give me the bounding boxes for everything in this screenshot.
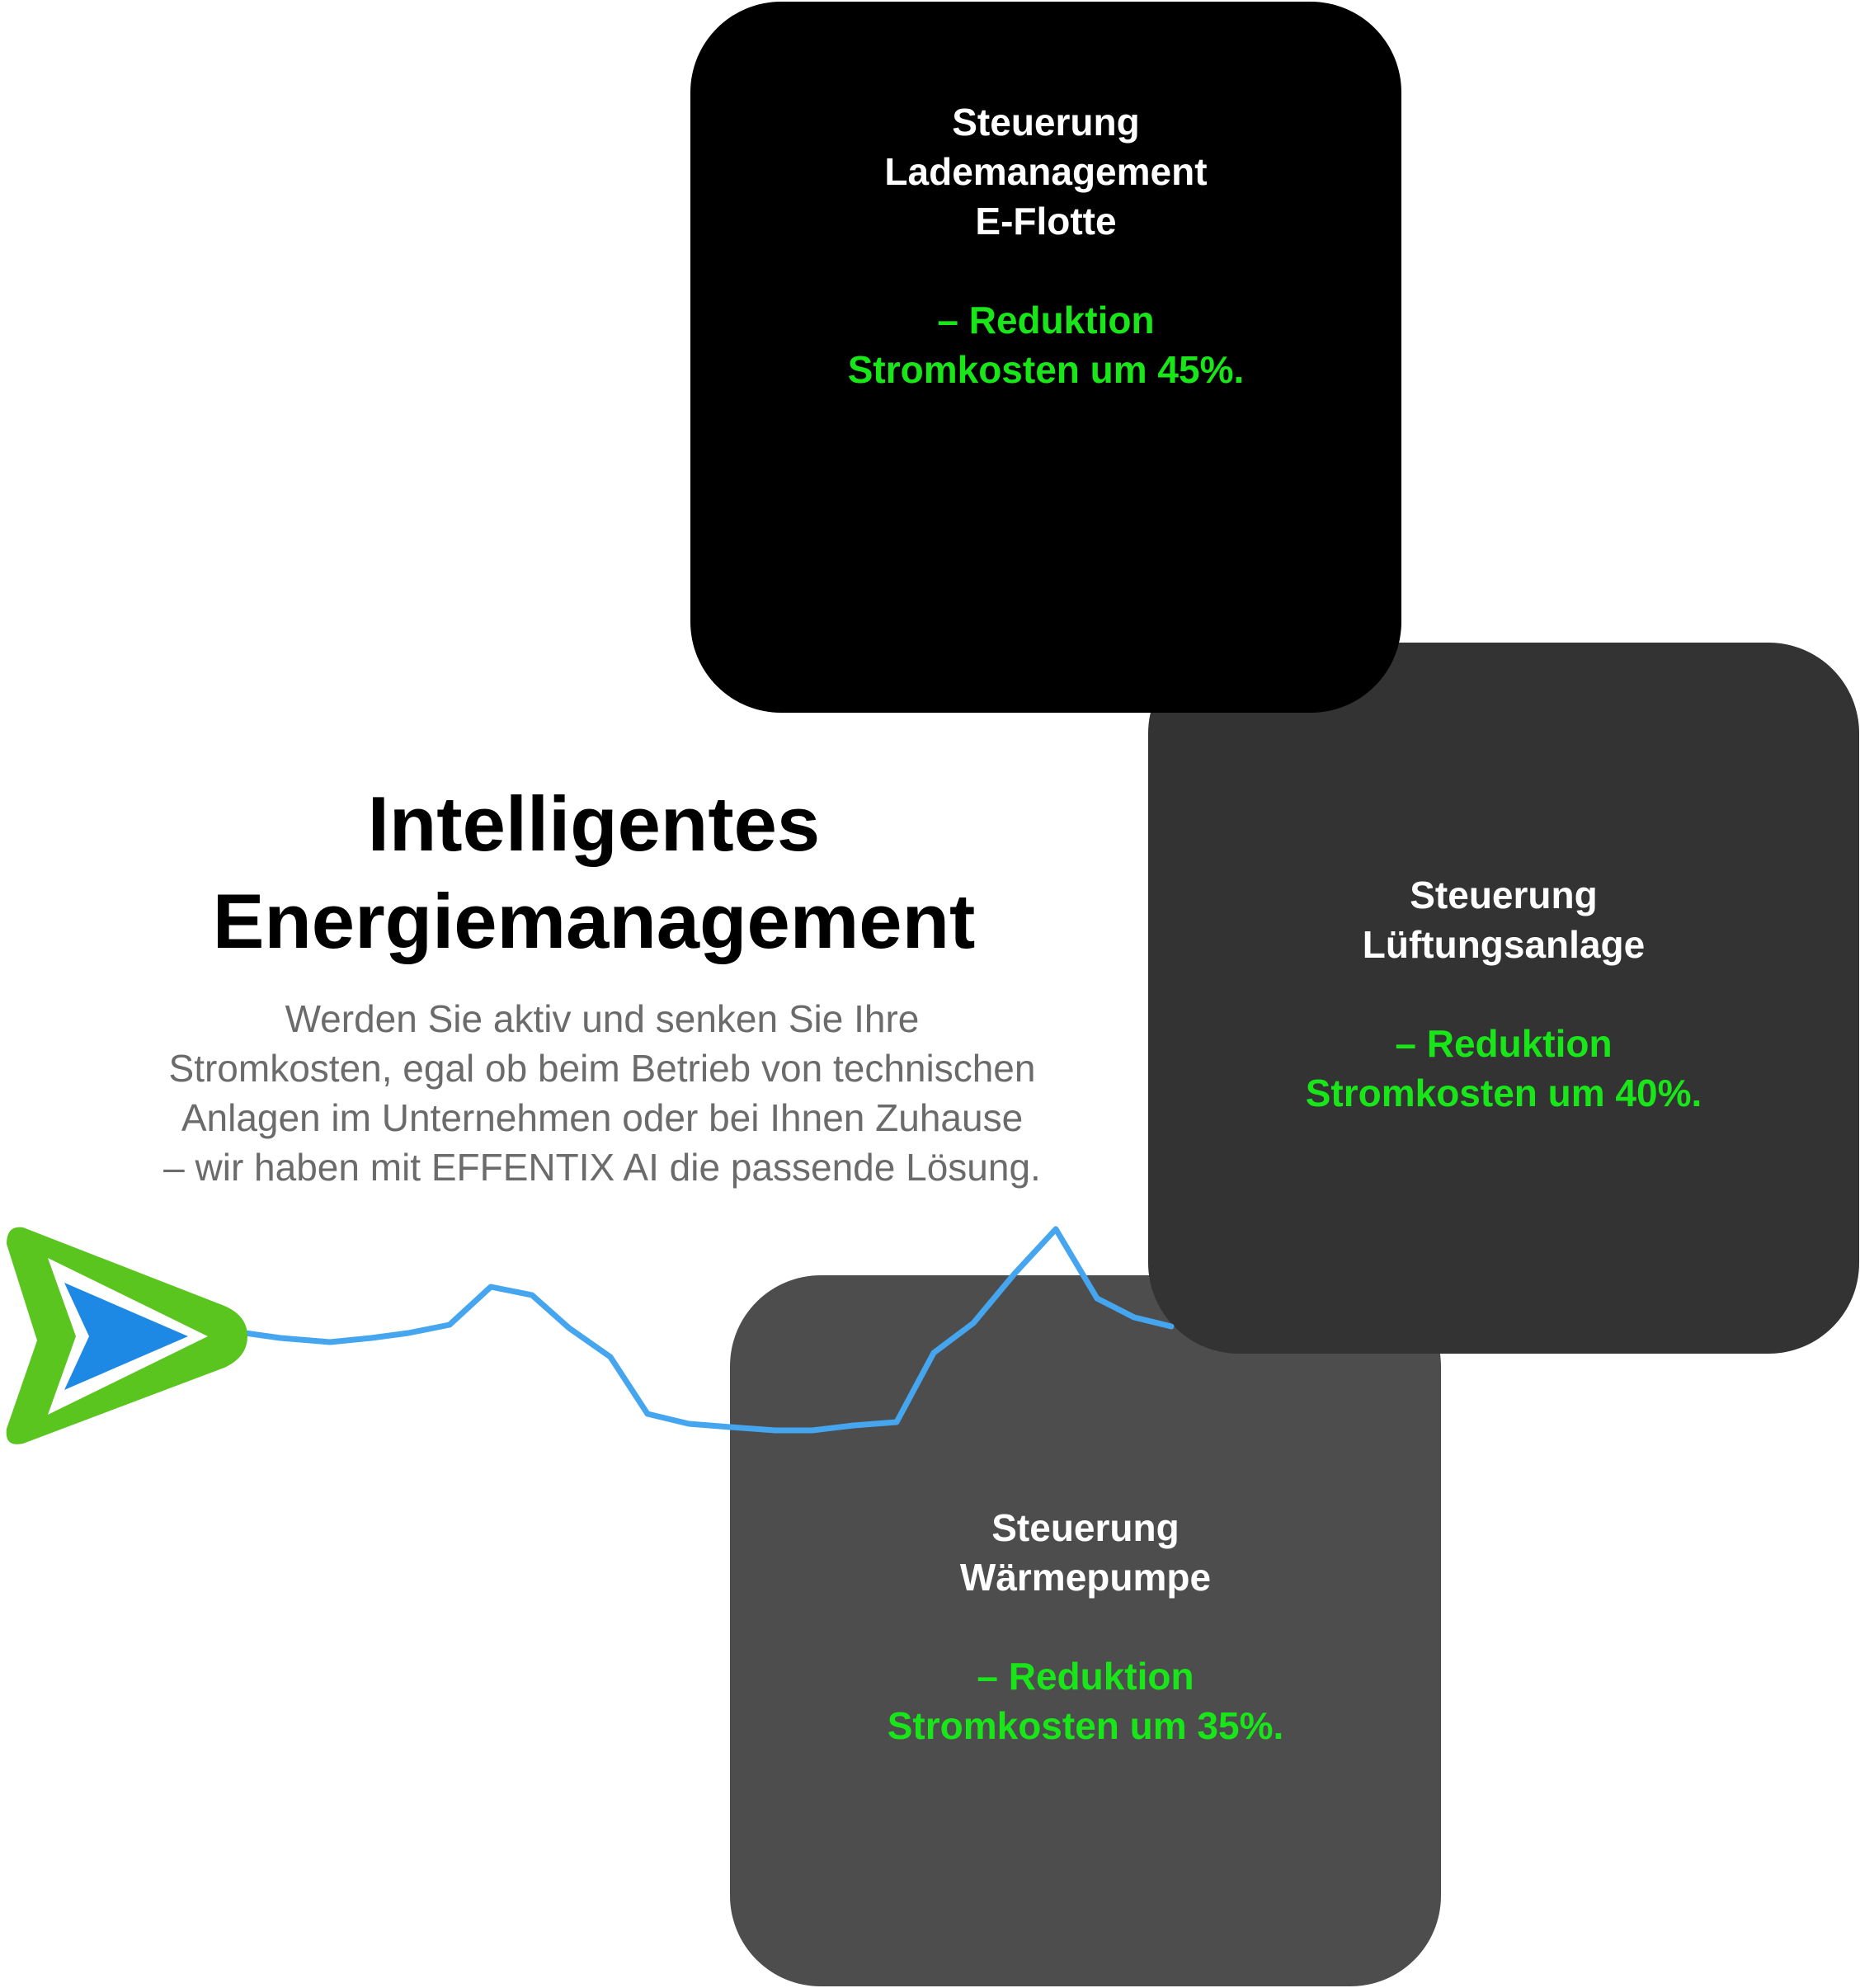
card-result-line: Stromkosten um 35%.	[887, 1704, 1284, 1747]
card-content: Steuerung Wärmepumpe – Reduktion Stromko…	[888, 1503, 1284, 1750]
intro-line: Werden Sie aktiv und senken Sie Ihre	[285, 997, 920, 1040]
intro-paragraph: Werden Sie aktiv und senken Sie Ihre Str…	[0, 994, 1204, 1192]
card-title-line: E-Flotte	[975, 200, 1117, 243]
card-lademanagement: Steuerung Lademanagement E-Flotte – Redu…	[690, 2, 1401, 713]
card-title-line: Lademanagement	[884, 150, 1208, 193]
card-result-line: Stromkosten um 40%.	[1305, 1072, 1702, 1114]
card-result-line: – Reduktion	[937, 299, 1155, 342]
card-result-line: – Reduktion	[1395, 1022, 1613, 1065]
card-title-line: Wärmepumpe	[959, 1556, 1212, 1599]
card-title-line: Steuerung	[1410, 874, 1598, 916]
intro-line: – wir haben mit EFFENTIX AI die passende…	[163, 1146, 1041, 1189]
intro-line: Anlagen im Unternehmen oder bei Ihnen Zu…	[181, 1096, 1024, 1139]
page-headline: Intelligentes Energiemanagement	[0, 775, 1188, 970]
card-content: Steuerung Lüftungsanlage – Reduktion Str…	[1306, 870, 1702, 1118]
arrow-logo-icon	[6, 1227, 248, 1444]
headline-line: Energiemanagement	[212, 878, 976, 964]
card-title-line: Steuerung	[952, 101, 1140, 144]
headline-line: Intelligentes	[367, 780, 821, 867]
card-result-line: Stromkosten um 45%.	[847, 348, 1245, 391]
card-content: Steuerung Lademanagement E-Flotte – Redu…	[848, 97, 1245, 394]
card-result-line: – Reduktion	[977, 1655, 1194, 1698]
card-title-line: Steuerung	[991, 1506, 1180, 1549]
card-title-line: Lüftungsanlage	[1362, 923, 1646, 966]
card-waermepumpe: Steuerung Wärmepumpe – Reduktion Stromko…	[730, 1275, 1441, 1986]
intro-line: Stromkosten, egal ob beim Betrieb von te…	[168, 1047, 1036, 1090]
card-lueftungsanlage: Steuerung Lüftungsanlage – Reduktion Str…	[1148, 643, 1859, 1354]
